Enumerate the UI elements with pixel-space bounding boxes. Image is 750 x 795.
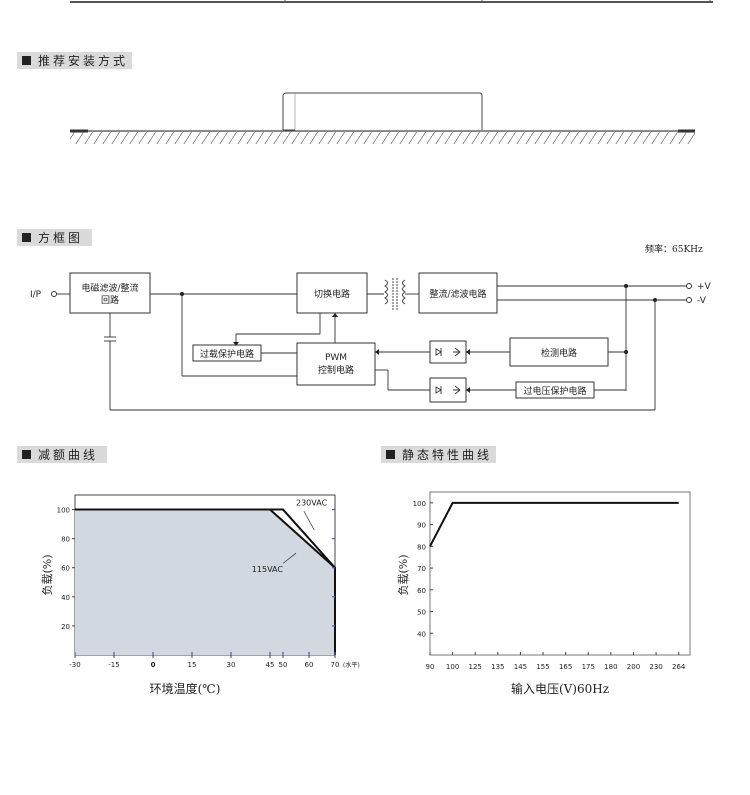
- top-strip: [70, 0, 713, 3]
- label-115vac: 115VAC: [252, 565, 284, 574]
- x-tick-label: 60: [305, 661, 314, 669]
- section-derating: 减额曲线: [17, 446, 107, 463]
- svg-text:+V: +V: [697, 282, 712, 292]
- x-tick-label: 135: [491, 663, 504, 671]
- y-tick-label: 40: [61, 594, 70, 602]
- output-positive-terminal-icon: [686, 283, 692, 289]
- svg-text:过载保护电路: 过载保护电路: [200, 348, 254, 360]
- x-tick-label: 0: [151, 661, 156, 669]
- square-bullet-icon: [22, 56, 31, 65]
- leader-115vac: [282, 552, 297, 564]
- x-axis-title: 输入电压(V)60Hz: [511, 681, 609, 696]
- x-tick-label: 50: [279, 661, 288, 669]
- emi-filter-block: [69, 272, 151, 314]
- x-tick-label: 155: [536, 663, 549, 671]
- square-bullet-icon: [22, 450, 31, 459]
- y-tick-label: 100: [57, 507, 70, 515]
- svg-text:电磁滤波/整流: 电磁滤波/整流: [81, 282, 138, 294]
- install-drawing: [70, 92, 695, 144]
- frequency-label: 频率：65KHz: [645, 243, 703, 255]
- y-tick-label: 70: [417, 565, 426, 573]
- x-tick-label: 200: [627, 663, 640, 671]
- svg-text:回路: 回路: [101, 294, 119, 306]
- x-tick-label: 70: [331, 661, 340, 669]
- y-tick-label: 100: [413, 500, 426, 508]
- leader-230vac: [303, 510, 315, 531]
- rectifier-block: [418, 272, 498, 314]
- x-tick-label: 125: [469, 663, 482, 671]
- series-line-115vac: [75, 508, 336, 655]
- x-tick-label: 175: [582, 663, 595, 671]
- svg-text:-V: -V: [697, 296, 707, 306]
- y-tick-label: 20: [61, 623, 70, 631]
- x-tick-label: 180: [604, 663, 617, 671]
- x-tick-label: 30: [227, 661, 236, 669]
- svg-text:整流/滤波电路: 整流/滤波电路: [429, 288, 486, 300]
- x-axis-title: 环境温度(℃): [150, 681, 221, 696]
- x-tick-label: -30: [69, 661, 80, 669]
- x-tick-label: 15: [188, 661, 197, 669]
- output-negative-terminal-icon: [686, 297, 692, 303]
- derating-chart: 20 40 60 80 100 -30 -15 0 15 30 45 50 60 70(水平) 230VAC…: [40, 494, 360, 696]
- svg-text:检测电路: 检测电路: [541, 347, 577, 359]
- y-tick-label: 60: [417, 587, 426, 595]
- square-bullet-icon: [386, 450, 395, 459]
- static-chart: 40 50 60 70 80 90 100 90 100 125 135 145 155 165 175 18…: [396, 491, 691, 696]
- y-axis-title: 负载(%): [396, 554, 410, 595]
- label-230vac: 230VAC: [296, 499, 328, 508]
- x-tick-label: 165: [559, 663, 572, 671]
- block-diagram: 频率：65KHz I/P 电磁滤波/整流 回路 切换电路 整流/滤波电路 +V …: [30, 243, 712, 411]
- svg-text:控制电路: 控制电路: [318, 364, 354, 376]
- derating-area: [75, 509, 335, 655]
- transformer-icon: [367, 278, 419, 310]
- square-bullet-icon: [22, 233, 31, 242]
- x-tick-label: -15: [108, 661, 119, 669]
- svg-text:切换电路: 切换电路: [314, 288, 350, 300]
- x-tick-label: 145: [514, 663, 527, 671]
- y-tick-label: 80: [417, 543, 426, 551]
- x-unit-label: (水平): [343, 661, 360, 669]
- detection-block: [509, 337, 609, 367]
- section-block-diagram: 方框图: [17, 229, 92, 246]
- y-tick-label: 50: [417, 609, 426, 617]
- input-terminal-icon: [51, 291, 57, 297]
- section-install: 推荐安装方式: [17, 52, 132, 69]
- plot-frame: [429, 491, 691, 656]
- x-tick-label: 45: [266, 661, 275, 669]
- y-axis-title: 负载(%): [40, 554, 54, 595]
- svg-text:过电压保护电路: 过电压保护电路: [523, 385, 586, 397]
- input-label: I/P: [30, 290, 42, 300]
- x-tick-label: 90: [426, 663, 435, 671]
- y-tick-label: 80: [61, 536, 70, 544]
- y-tick-label: 40: [417, 630, 426, 638]
- x-tick-label: 100: [446, 663, 459, 671]
- y-tick-label: 60: [61, 565, 70, 573]
- x-tick-label: 230: [649, 663, 662, 671]
- optocoupler-icon: [429, 377, 467, 403]
- series-line: [429, 501, 679, 547]
- section-static: 静态特性曲线: [381, 446, 496, 463]
- optocoupler-icon: [429, 340, 467, 364]
- y-tick-label: 90: [417, 522, 426, 530]
- x-tick-label: 264: [672, 663, 686, 671]
- pwm-controller-block: [296, 342, 376, 386]
- svg-text:PWM: PWM: [325, 353, 347, 363]
- switching-block: [296, 272, 368, 314]
